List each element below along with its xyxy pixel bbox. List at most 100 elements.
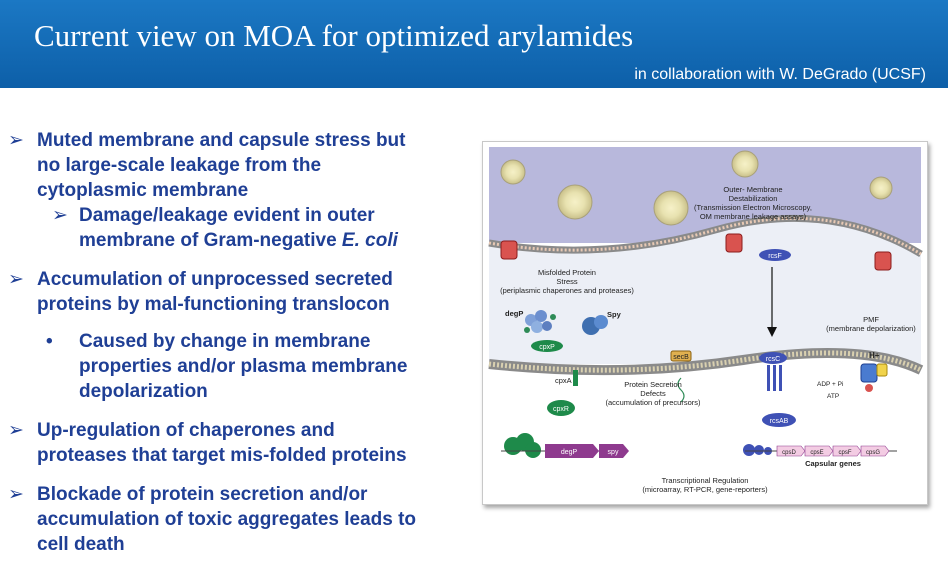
misfolded-label: Misfolded Protein	[538, 268, 596, 277]
secretion-label: (accumulation of precursors)	[605, 398, 701, 407]
spy-gene-arrow	[599, 444, 629, 458]
porin-icon	[725, 233, 743, 253]
cps-gene-label: cpsF	[838, 450, 851, 456]
arrow-head-icon	[767, 327, 777, 337]
cpxp-protein	[531, 340, 563, 352]
vesicle	[869, 176, 893, 200]
precursor-chain	[677, 377, 685, 403]
vesicle	[653, 190, 689, 226]
arrow-bullet-icon: ➢	[8, 130, 24, 151]
secretion-label: Defects	[640, 389, 666, 398]
bullet-line: cytoplasmic membrane	[37, 180, 249, 201]
arrow-bullet-icon: ➢	[52, 205, 68, 226]
bullet-line: cell death	[37, 534, 125, 555]
inner-membrane-lipids	[488, 350, 923, 373]
cpxp-label: cpxP	[539, 344, 555, 351]
arrow-bullet-icon: ➢	[8, 269, 24, 290]
bullet-text: membrane of Gram-negative	[79, 230, 342, 251]
porin-icon	[500, 240, 518, 260]
bullet-line: no large-scale leakage from the	[37, 155, 322, 176]
degp-gene-arrow	[545, 444, 599, 458]
atp-synthase-subunit	[865, 384, 873, 392]
om-label-line: (Transmission Electron Microscopy,	[694, 203, 812, 212]
pmf-label: PMF	[863, 315, 879, 324]
cps-gene-label: cpsE	[810, 450, 823, 456]
transcription-label: Transcriptional Regulation	[662, 476, 749, 485]
rcsf-label: rcsF	[768, 253, 782, 260]
rcsf-protein	[759, 249, 791, 261]
slide-title: Current view on MOA for optimized arylam…	[34, 18, 634, 53]
cytoplasm	[489, 352, 921, 499]
cps-gene-arrow	[832, 445, 862, 457]
om-label-line: OM membrane leakage assays)	[700, 212, 807, 221]
misfolded-label: Stress	[556, 277, 578, 286]
bullet-line: Damage/leakage evident in outer	[79, 205, 375, 226]
bullet-item: ➢ Blockade of protein secretion and/or a…	[8, 482, 470, 557]
bullet-line: Accumulation of unprocessed secreted	[37, 269, 393, 290]
sub-bullet-item: • Caused by change in membrane propertie…	[8, 329, 470, 404]
cps-gene-label: cpsG	[866, 450, 880, 456]
spy-gene-label: spy	[608, 449, 619, 456]
spy-protein-icon	[582, 315, 608, 335]
bullet-line: accumulation of toxic aggregates leads t…	[37, 509, 417, 530]
degp-protein-label: degP	[505, 309, 523, 318]
bullet-line: membrane of Gram-negative E. coli	[79, 228, 470, 253]
rcsc-protein	[759, 352, 787, 364]
rcsc-helix	[773, 365, 776, 391]
bullet-line: depolarization	[79, 381, 208, 402]
rcsab-label: rcsAB	[770, 418, 789, 425]
moa-diagram-svg: Outer- Membrane Destabilization (Transmi…	[488, 147, 924, 499]
degp-complex-icon	[524, 310, 556, 333]
bullet-item: ➢ Up-regulation of chaperones and protea…	[8, 418, 470, 468]
cpxa-label: cpxA	[555, 376, 572, 385]
moa-diagram: Outer- Membrane Destabilization (Transmi…	[482, 141, 928, 505]
cps-gene-arrow	[804, 445, 834, 457]
secb-protein	[670, 350, 692, 362]
bullet-line: Blockade of protein secretion and/or	[37, 484, 368, 505]
cps-gene-label: cpsD	[782, 450, 796, 456]
bullet-list: ➢ Muted membrane and capsule stress but …	[8, 128, 470, 557]
cps-gene-arrow	[860, 445, 890, 457]
atp-synthase-head-icon	[876, 363, 888, 377]
atp-label: ATP	[827, 393, 839, 400]
cps-gene-arrow	[776, 445, 806, 457]
arrow-bullet-icon: ➢	[8, 484, 24, 505]
dot-bullet-icon: •	[46, 331, 53, 352]
capsular-genes-label: Capsular genes	[805, 459, 861, 468]
outer-membrane-lipids	[488, 216, 922, 256]
porin-icon	[874, 251, 892, 271]
bullet-line: Muted membrane and capsule stress but	[37, 130, 406, 151]
rcsc-helix	[767, 365, 770, 391]
bullet-line: Caused by change in membrane	[79, 331, 371, 352]
sub-bullet-item: ➢ Damage/leakage evident in outer membra…	[8, 203, 470, 253]
adp-label: ADP + Pi	[817, 381, 843, 388]
bullet-line: Up-regulation of chaperones and	[37, 420, 335, 441]
atp-synthase-icon	[860, 363, 878, 383]
degp-gene-label: degP	[561, 449, 578, 456]
rcs-complex-icon	[743, 444, 772, 456]
misfolded-label: (periplasmic chaperones and proteases)	[500, 286, 634, 295]
bullet-item: ➢ Accumulation of unprocessed secreted p…	[8, 267, 470, 317]
bullet-item: ➢ Muted membrane and capsule stress but …	[8, 128, 470, 203]
slide-subtitle: in collaboration with W. DeGrado (UCSF)	[634, 66, 926, 83]
cpxa-protein	[573, 370, 578, 386]
rcsc-helix	[779, 365, 782, 391]
title-bar: Current view on MOA for optimized arylam…	[0, 0, 948, 88]
vesicle	[731, 150, 759, 178]
bullet-line: proteases that target mis-folded protein…	[37, 445, 407, 466]
cpxr-protein	[547, 400, 575, 416]
bullet-line: properties and/or plasma membrane	[79, 356, 408, 377]
rcsab-protein	[762, 413, 796, 427]
om-label-line: Outer- Membrane	[723, 185, 782, 194]
spy-protein-label: Spy	[607, 310, 622, 319]
arrow-bullet-icon: ➢	[8, 420, 24, 441]
vesicle	[500, 159, 526, 185]
secb-label: secB	[673, 354, 689, 361]
species-name: E. coli	[341, 230, 398, 251]
transcription-label: (microarray, RT-PCR, gene-reporters)	[642, 485, 768, 494]
rcsc-label: rcsC	[766, 356, 780, 363]
cpxr-label: cpxR	[553, 406, 569, 413]
om-label-line: Destabilization	[729, 194, 778, 203]
secretion-label: Protein Secretion	[624, 380, 682, 389]
bullet-line: proteins by mal-functioning translocon	[37, 294, 390, 315]
